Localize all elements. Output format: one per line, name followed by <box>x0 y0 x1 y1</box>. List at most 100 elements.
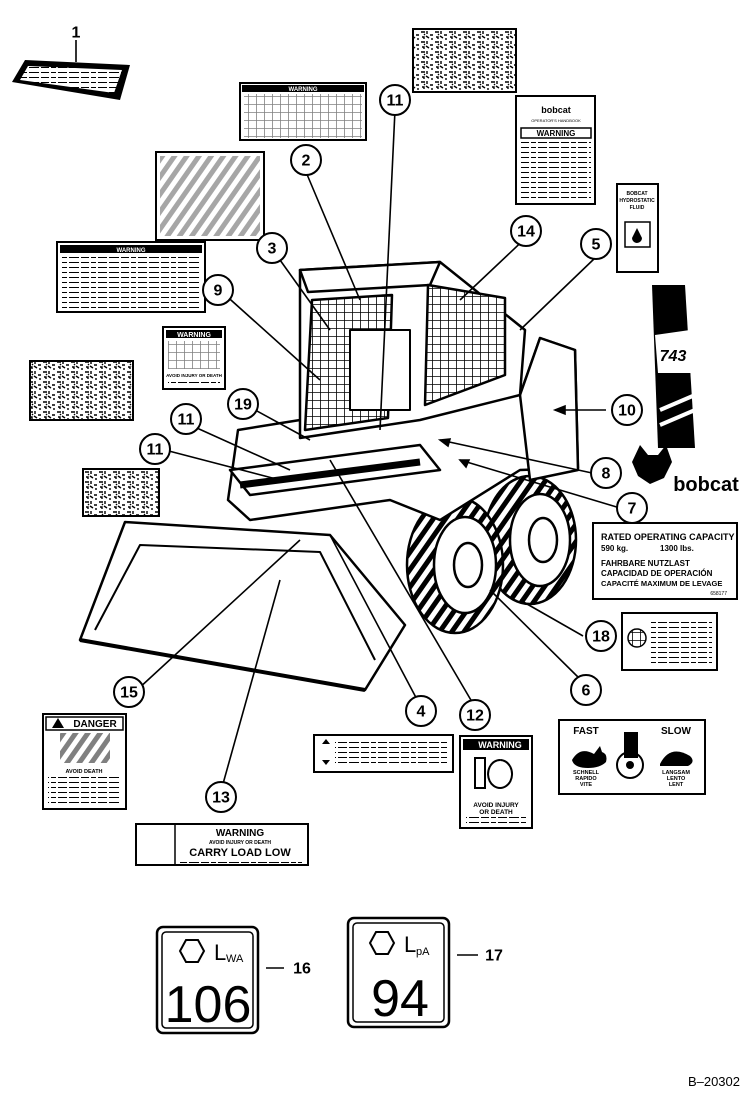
callout-circle <box>580 228 612 260</box>
decal-wide-warning: WARNING <box>56 241 206 313</box>
handbook-brand: bobcat <box>541 105 571 115</box>
rated-line3: FAHRBARE NUTZLAST <box>601 559 690 568</box>
turtle-icon <box>660 751 693 766</box>
callout-11: 11 <box>170 403 202 435</box>
decal-sound-power-lwa: L WA 106 <box>155 925 260 1035</box>
rated-lbs: 1300 lbs. <box>660 544 694 553</box>
decal-service-info <box>621 612 718 671</box>
callout-circle <box>113 676 145 708</box>
decal-pictogram-warning-top: WARNING <box>239 82 367 141</box>
wide-warning-header: WARNING <box>117 248 146 254</box>
lwa-value: 106 <box>165 976 252 1034</box>
callout-1: 1 <box>72 25 81 42</box>
danger-avoid: AVOID DEATH <box>65 769 102 775</box>
callout-circle <box>227 388 259 420</box>
decal-stripe <box>12 60 130 100</box>
callout-circle <box>570 674 602 706</box>
rated-part: 658177 <box>710 591 727 597</box>
callout-label: 4 <box>417 704 426 721</box>
carry-line2: CARRY LOAD LOW <box>189 847 291 859</box>
bucket <box>78 520 407 692</box>
slow-es: LENTO <box>667 776 686 782</box>
callout-label: 19 <box>234 397 252 414</box>
callout-circle <box>170 403 202 435</box>
handbook-title: OPERATOR'S HANDBOOK <box>531 118 581 123</box>
callout-circle <box>616 492 648 524</box>
callout-label: 3 <box>268 241 277 258</box>
decal-model-stripe: 743 <box>652 285 696 448</box>
bobcat-head-icon <box>632 445 672 484</box>
hexagon-icon <box>178 939 206 963</box>
spray-can-icon <box>474 757 514 789</box>
front-tire <box>405 495 505 635</box>
callout-label: 11 <box>387 93 404 110</box>
callout-3: 3 <box>256 232 288 264</box>
fast-es: RAPIDO <box>575 776 597 782</box>
hydro-line2: HYDROSTATIC <box>619 198 655 204</box>
callout-circle <box>139 433 171 465</box>
callout-label: 10 <box>618 403 636 420</box>
callout-label: 14 <box>517 224 535 241</box>
callout-circle <box>405 695 437 727</box>
carry-warning-header: WARNING <box>216 828 265 839</box>
callout-13: 13 <box>205 781 237 813</box>
slow-label: SLOW <box>661 726 692 737</box>
decal-carry-load-low: WARNING AVOID INJURY OR DEATH CARRY LOAD… <box>135 823 309 866</box>
bobcat-logo: bobcat <box>632 445 739 496</box>
callout-label: 7 <box>628 501 637 518</box>
callout-circle <box>256 232 288 264</box>
danger-triangle-icon <box>52 718 64 728</box>
decal-operators-handbook: bobcat OPERATOR'S HANDBOOK WARNING <box>515 95 596 205</box>
hydro-line3: FLUID <box>630 205 645 211</box>
throttle-lever-icon <box>616 732 644 779</box>
callout-label: 5 <box>592 237 601 254</box>
decal-danger: DANGER AVOID DEATH <box>42 713 127 810</box>
rated-line5: CAPACITÉ MAXIMUM DE LEVAGE <box>601 579 722 588</box>
callout-8: 8 <box>590 457 622 489</box>
callout-circle <box>611 394 643 426</box>
callout-label: 2 <box>302 153 311 170</box>
small-warning-line1: AVOID INJURY OR DEATH <box>166 373 222 378</box>
callout-label: 12 <box>466 708 484 725</box>
decal-small-warning: WARNING AVOID INJURY OR DEATH <box>162 326 226 390</box>
callout-label: 11 <box>147 442 164 459</box>
callout-label: 15 <box>120 685 138 702</box>
textured-decal-small <box>82 468 160 517</box>
callout-label: 17 <box>485 948 503 965</box>
rated-kg: 590 kg. <box>601 544 628 553</box>
callout-11: 11 <box>379 84 411 116</box>
decal-rated-capacity: RATED OPERATING CAPACITY 590 kg. 1300 lb… <box>592 522 738 600</box>
vertical-warning-line2: OR DEATH <box>479 809 513 816</box>
callout-circle <box>379 84 411 116</box>
callout-label: 6 <box>582 683 591 700</box>
decal-pictogram-panel <box>155 151 265 241</box>
fast-fr: VITE <box>580 782 593 788</box>
callout-5: 5 <box>580 228 612 260</box>
hexagon-icon <box>368 931 396 955</box>
callout-9: 9 <box>202 274 234 306</box>
textured-decal-left <box>29 360 134 421</box>
textured-decal-top <box>412 28 517 93</box>
slow-fr: LENT <box>669 782 684 788</box>
warning-top-header: WARNING <box>289 87 318 93</box>
hydro-line1: BOBCAT <box>626 191 647 197</box>
rated-line4: CAPACIDAD DE OPERACIÓN <box>601 569 713 578</box>
callout-label: 13 <box>212 790 230 807</box>
callout-14: 14 <box>510 215 542 247</box>
callout-12: 12 <box>459 699 491 731</box>
fast-de: SCHNELL <box>573 770 600 776</box>
fast-label: FAST <box>573 726 599 737</box>
rabbit-icon <box>572 746 607 768</box>
callout-circle <box>290 144 322 176</box>
lwa-sub: WA <box>226 953 244 965</box>
rated-line1: RATED OPERATING CAPACITY <box>601 532 735 542</box>
callout-6: 6 <box>570 674 602 706</box>
handbook-warning: WARNING <box>537 129 576 138</box>
decal-warning-vertical: WARNING AVOID INJURY OR DEATH <box>459 735 533 829</box>
callout-4: 4 <box>405 695 437 727</box>
lpa-label: L <box>404 932 416 957</box>
vertical-warning-header: WARNING <box>478 740 522 750</box>
callout-circle <box>590 457 622 489</box>
cab-grille-right <box>423 283 507 407</box>
